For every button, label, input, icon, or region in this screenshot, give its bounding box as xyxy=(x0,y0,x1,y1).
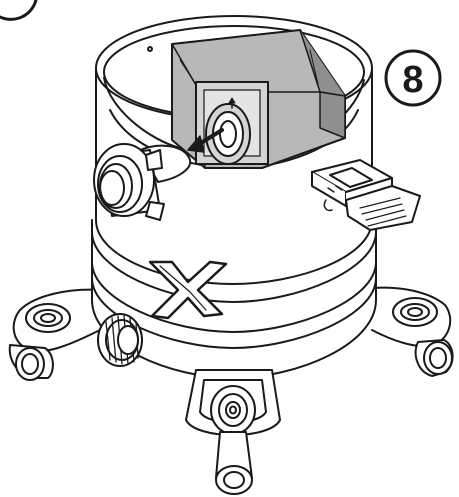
caster-base xyxy=(8,286,454,381)
step-number-badge: 8 xyxy=(384,49,442,107)
front-wheel xyxy=(215,431,253,495)
arrow-up-icon xyxy=(228,97,236,109)
front-caster xyxy=(185,369,281,495)
side-knob xyxy=(97,313,143,367)
lid-latch xyxy=(311,159,421,231)
inlet-port xyxy=(93,143,192,221)
bag-flange xyxy=(195,81,269,165)
right-wheel xyxy=(414,339,454,377)
previous-step-badge xyxy=(0,0,38,21)
step-number: 8 xyxy=(402,59,423,101)
left-wheel xyxy=(8,344,54,381)
arrow-left-down-icon xyxy=(187,128,224,153)
x-logo-icon xyxy=(148,260,228,320)
